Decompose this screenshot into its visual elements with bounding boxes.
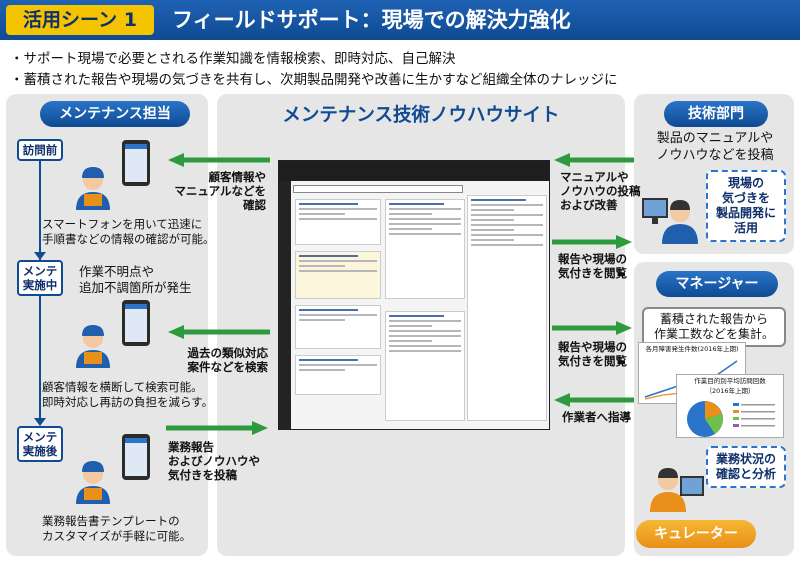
arrow-left-green bbox=[168, 325, 270, 339]
line: 顧客情報を横断して検索可能。 bbox=[42, 380, 203, 394]
smartphone-icon bbox=[122, 140, 150, 186]
line: 案件などを検索 bbox=[187, 360, 269, 374]
site-card bbox=[295, 305, 381, 349]
stage-before-visit: 訪問前 bbox=[17, 139, 63, 161]
line: （2016年上期） bbox=[705, 387, 755, 395]
line: マニュアルなどを bbox=[174, 184, 266, 198]
engineer-at-pc-icon bbox=[640, 190, 700, 250]
site-search-box bbox=[293, 185, 463, 193]
line: および改善 bbox=[560, 198, 618, 212]
line: マニュアルや bbox=[560, 170, 629, 184]
worker-icon bbox=[70, 160, 116, 212]
visit-count-chart: 作業目的別平均訪問回数 （2016年上期） bbox=[676, 374, 784, 438]
worker-icon bbox=[70, 318, 116, 370]
timeline-arrow bbox=[34, 418, 46, 426]
site-detail-panel bbox=[385, 311, 465, 421]
line: 気付きを閲覧 bbox=[558, 354, 627, 368]
line: 現場の bbox=[727, 176, 764, 190]
line: およびノウハウや bbox=[168, 454, 260, 468]
smartphone-icon bbox=[122, 434, 150, 480]
line: カスタマイズが手軽に可能。 bbox=[42, 529, 192, 543]
line: スマートフォンを用いて迅速に bbox=[42, 217, 203, 231]
during-maintenance-text: 顧客情報を横断して検索可能。即時対応し再訪の負担を減らす。 bbox=[42, 380, 213, 410]
stage-label: メンテ実施後 bbox=[22, 430, 58, 458]
curator-badge: キュレーター bbox=[636, 520, 756, 548]
label-search-similar: 過去の類似対応案件などを検索 bbox=[160, 346, 269, 374]
worker-icon bbox=[70, 454, 116, 506]
line: 蓄積された報告から bbox=[659, 312, 768, 326]
label-view-reports-mgr: 報告や現場の気付きを閲覧 bbox=[558, 340, 632, 368]
site-detail-panel bbox=[385, 199, 465, 299]
line: ノウハウの投稿 bbox=[560, 184, 641, 198]
arrow-right-green bbox=[552, 235, 632, 249]
before-visit-text: スマートフォンを用いて迅速に手順書などの情報の確認が可能。 bbox=[42, 217, 215, 247]
manager-title: マネージャー bbox=[656, 271, 778, 297]
page-title: フィールドサポート：現場での解決力強化 bbox=[172, 8, 571, 32]
site-sidebar bbox=[279, 181, 291, 429]
site-card bbox=[295, 355, 381, 395]
arrow-right-green bbox=[552, 321, 632, 335]
stage-label: メンテ実施中 bbox=[22, 264, 58, 292]
label-view-reports-tech: 報告や現場の気付きを閲覧 bbox=[558, 252, 632, 280]
after-maintenance-text: 業務報告書テンプレートのカスタマイズが手軽に可能。 bbox=[42, 514, 191, 544]
manager-at-pc-icon bbox=[648, 456, 706, 518]
site-top-bar bbox=[279, 161, 549, 181]
arrow-right-green bbox=[166, 421, 268, 435]
maintenance-title: メンテナンス担当 bbox=[40, 101, 190, 127]
tech-dept-callout: 現場の気づきを製品開発に活用 bbox=[706, 170, 786, 242]
timeline-arrow bbox=[34, 252, 46, 260]
knowhow-site-screenshot bbox=[278, 160, 550, 430]
label-check-info: 顧客情報やマニュアルなどを確認 bbox=[158, 170, 266, 212]
chart-title: 各月障害発生件数(2016年上期) bbox=[645, 345, 739, 353]
line: 活用 bbox=[733, 221, 758, 235]
tech-dept-text: 製品のマニュアルやノウハウなどを投稿 bbox=[640, 130, 790, 164]
line: 製品開発に bbox=[715, 206, 776, 220]
line: 顧客情報や bbox=[208, 170, 267, 184]
line: 業務報告書テンプレートの bbox=[42, 514, 180, 528]
site-card bbox=[295, 251, 381, 299]
manager-callout: 業務状況の確認と分析 bbox=[706, 446, 786, 488]
line: 製品のマニュアルや bbox=[656, 131, 774, 146]
line: 気づきを bbox=[721, 191, 770, 205]
line: 手順書などの情報の確認が可能。 bbox=[42, 232, 215, 246]
line: 作業工数などを集計。 bbox=[653, 327, 774, 341]
line: 報告や現場の bbox=[558, 340, 627, 354]
line: 報告や現場の bbox=[558, 252, 627, 266]
arrow-left-green bbox=[554, 153, 634, 167]
label-post-report: 業務報告およびノウハウや気付きを投稿 bbox=[168, 440, 276, 482]
knowhow-site-title: メンテナンス技術ノウハウサイト bbox=[282, 105, 560, 126]
label-instruct-workers: 作業者へ指導 bbox=[562, 410, 631, 424]
scene-badge: 活用シーン 1 bbox=[6, 5, 154, 35]
line: 確認と分析 bbox=[715, 467, 776, 481]
site-dropdown-panel bbox=[467, 195, 547, 421]
line: 確認 bbox=[243, 198, 266, 212]
line: 気付きを閲覧 bbox=[558, 266, 627, 280]
pie-chart-marks bbox=[687, 401, 775, 437]
stage-during-maintenance: メンテ実施中 bbox=[17, 260, 63, 296]
label-post-manual: マニュアルやノウハウの投稿および改善 bbox=[560, 170, 641, 212]
line: 作業目的別平均訪問回数 bbox=[694, 377, 766, 385]
site-card bbox=[295, 199, 381, 245]
bullet-1: ・サポート現場で必要とされる作業知識を情報検索、即時対応、自己解決 bbox=[10, 51, 456, 67]
arrow-left-green bbox=[168, 153, 270, 167]
chart-title: 作業目的別平均訪問回数 （2016年上期） bbox=[677, 375, 783, 395]
issue-occurs-text: 作業不明点や追加不調箇所が発生 bbox=[79, 264, 192, 296]
arrow-left-green bbox=[554, 393, 634, 407]
manager-bubble: 蓄積された報告から作業工数などを集計。 bbox=[642, 307, 786, 347]
smartphone-icon bbox=[122, 300, 150, 346]
line: 即時対応し再訪の負担を減らす。 bbox=[42, 395, 214, 409]
line: 過去の類似対応 bbox=[187, 346, 269, 360]
line: 気付きを投稿 bbox=[168, 468, 237, 482]
tech-dept-title: 技術部門 bbox=[664, 101, 768, 127]
bullet-2: ・蓄積された報告や現場の気づきを共有し、次期製品開発や改善に生かすなど組織全体の… bbox=[10, 72, 618, 88]
line: 業務報告 bbox=[168, 440, 214, 454]
line: 作業不明点や bbox=[79, 264, 155, 279]
line: ノウハウなどを投稿 bbox=[656, 148, 774, 163]
line: 業務状況の bbox=[715, 452, 776, 466]
line: 追加不調箇所が発生 bbox=[79, 280, 192, 295]
stage-after-maintenance: メンテ実施後 bbox=[17, 426, 63, 462]
